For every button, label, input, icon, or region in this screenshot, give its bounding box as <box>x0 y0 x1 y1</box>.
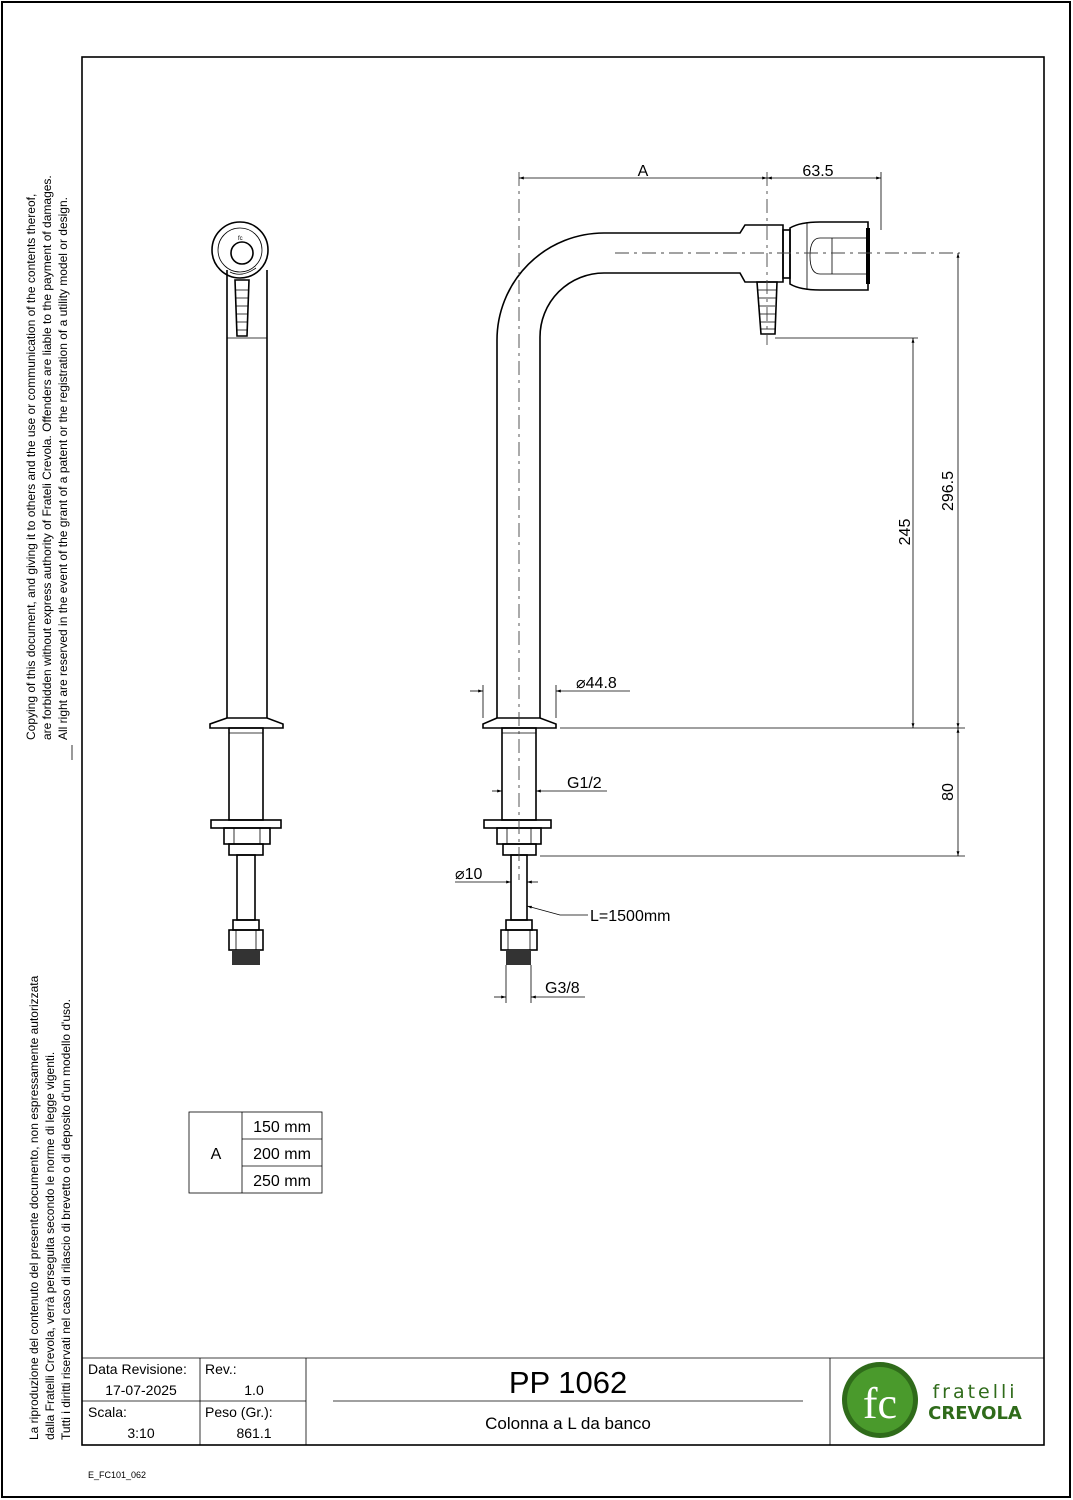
svg-text:Rev.:: Rev.: <box>205 1361 237 1377</box>
svg-text:1.0: 1.0 <box>244 1382 264 1398</box>
svg-text:17-07-2025: 17-07-2025 <box>105 1382 177 1398</box>
svg-text:Data Revisione:: Data Revisione: <box>88 1361 187 1377</box>
part-code: PP 1062 <box>509 1365 627 1400</box>
dim-thread-top: G1/2 <box>567 775 602 792</box>
dim-thread-bottom: G3/8 <box>545 980 580 997</box>
drawing-frame <box>81 56 1045 1446</box>
svg-text:fratelli: fratelli <box>932 1381 1017 1403</box>
svg-text:All right are reserved in the: All right are reserved in the event of t… <box>56 197 70 740</box>
svg-text:150 mm: 150 mm <box>253 1119 311 1136</box>
svg-text:fc: fc <box>863 1379 897 1428</box>
title-block: Data Revisione: 17-07-2025 Rev.: 1.0 Sca… <box>82 1357 1044 1445</box>
dim-tube-length: L=1500mm <box>590 908 671 925</box>
svg-text:CREVOLA: CREVOLA <box>928 1403 1022 1424</box>
svg-text:fc: fc <box>238 236 243 242</box>
svg-text:Scala:: Scala: <box>88 1404 127 1420</box>
dim-axis-height: 296.5 <box>940 471 957 511</box>
dim-a: A <box>638 163 649 180</box>
italian-notice: La riproduzione del contenuto del presen… <box>27 975 73 1440</box>
footer-code: E_FC101_062 <box>88 1470 146 1480</box>
svg-text:Peso (Gr.):: Peso (Gr.): <box>205 1404 273 1420</box>
dimensions: A 63.5 245 296.5 80 ⌀44.8 G1/2 ⌀10 L=150… <box>455 163 965 1003</box>
svg-text:are forbidden without express: are forbidden without express authority … <box>40 175 54 740</box>
dim-column-diameter: ⌀44.8 <box>576 675 617 692</box>
svg-text:3:10: 3:10 <box>127 1425 154 1441</box>
dim-shank-length: 80 <box>940 783 957 801</box>
a-values-table: A 150 mm 200 mm 250 mm <box>188 1111 323 1194</box>
dim-outlet-height: 245 <box>897 519 914 546</box>
english-notice: Copying of this document, and giving it … <box>24 175 70 740</box>
part-description: Colonna a L da banco <box>485 1414 651 1433</box>
fratelli-crevola-logo: fc fratelli CREVOLA <box>842 1362 1022 1438</box>
svg-text:dalla Fratelli Crevola, verrà: dalla Fratelli Crevola, verrà perseguita… <box>43 1052 57 1440</box>
front-view <box>482 172 960 965</box>
svg-text:200 mm: 200 mm <box>253 1146 311 1163</box>
svg-text:Copying of this document, and: Copying of this document, and giving it … <box>24 194 38 740</box>
svg-text:La riproduzione del contenuto: La riproduzione del contenuto del presen… <box>27 975 41 1440</box>
svg-text:861.1: 861.1 <box>236 1425 271 1441</box>
dim-knob-length: 63.5 <box>802 163 833 180</box>
svg-text:A: A <box>211 1146 222 1163</box>
svg-text:250 mm: 250 mm <box>253 1173 311 1190</box>
dim-tube-diameter: ⌀10 <box>455 866 483 883</box>
side-view: fc <box>209 221 284 965</box>
svg-text:Tutti i diritti riservati nel: Tutti i diritti riservati nel caso di ri… <box>59 999 73 1440</box>
